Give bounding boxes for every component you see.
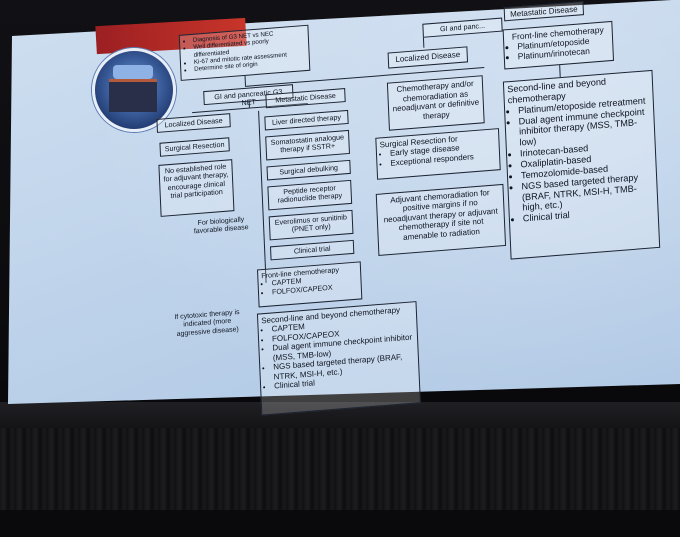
middle-surgical-resection-box: Surgical Resection for Early stage disea… [375,128,501,180]
chemoradiation-box: Chemotherapy and/or chemoradiation as ne… [386,75,485,131]
left-clinical-trial-box: Clinical trial [269,239,355,261]
adjuvant-chemoradiation-box: Adjuvant chemoradiation for positive mar… [375,183,507,256]
prrt-box: Peptide receptor radionuclide therapy [267,179,353,211]
stage-ledge [0,402,680,428]
right-metastatic-disease-box: Metastatic Disease [503,1,585,22]
gi-and-panc-box: GI and panc... [422,17,503,38]
no-adjuvant-box: No established role for adjuvant therapy… [158,159,235,217]
everolimus-box: Everolimus or sunitinib (PNET only) [268,209,354,241]
left-localized-disease-box: Localized Disease [156,113,231,133]
logo-building [109,79,157,112]
surgical-debulking-box: Surgical debulking [266,159,351,181]
somatostatin-box: Somatostatin analogue therapy if SSTR+ [265,129,350,161]
favorable-disease-label: For biologically favorable disease [193,216,249,236]
connector-line [422,37,425,48]
right-second-line-list: Platinum/etoposide retreatment Dual agen… [508,95,655,226]
connector-line [244,75,246,86]
left-surgical-resection-box: Surgical Resection [159,137,230,157]
middle-localized-disease-box: Localized Disease [387,46,469,69]
right-front-line-box: Front-line chemotherapy Platinum/etoposi… [502,20,615,70]
diagnosis-list: Diagnosis of G3 NET vs NEC Well differen… [183,28,306,74]
logo-sky [113,65,153,79]
conference-logo [92,48,176,132]
liver-directed-box: Liver directed therapy [264,109,349,131]
left-second-line-box: Second-line and beyond chemotherapy CAPT… [256,301,421,416]
left-second-line-list: CAPTEM FOLFOX/CAPEOX Dual agent immune c… [261,314,415,392]
cytotoxic-therapy-label: If cytotoxic therapy is indicated (more … [174,309,240,338]
connector-line [248,101,250,108]
diagnosis-box: Diagnosis of G3 NET vs NEC Well differen… [178,24,311,81]
left-front-line-box: Front-line chemotherapy CAPTEM FOLFOX/CA… [257,261,363,308]
connector-line [559,65,561,78]
stage-curtain [0,428,680,510]
right-second-line-box: Second-line and beyond chemotherapy Plat… [502,69,661,260]
